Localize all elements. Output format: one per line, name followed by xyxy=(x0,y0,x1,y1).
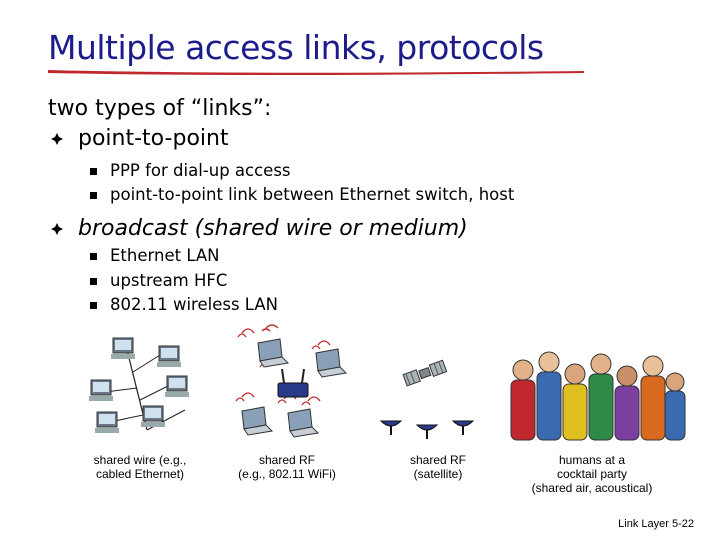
computer-icon xyxy=(89,379,113,401)
title-underline xyxy=(48,70,584,75)
sub-bullet: point-to-point link between Ethernet swi… xyxy=(90,185,515,204)
satellite-dish-icon xyxy=(379,420,403,435)
sub-bullet-text: PPP for dial-up access xyxy=(110,161,291,180)
computer-icon xyxy=(95,411,119,433)
person-icon xyxy=(614,365,640,441)
computer-icon xyxy=(157,345,181,367)
laptop-icon xyxy=(315,348,348,378)
satellite-dish-icon xyxy=(415,424,439,439)
caption-cocktail-party: humans at a cocktail party (shared air, … xyxy=(512,453,672,495)
person-icon xyxy=(588,353,614,441)
caption-line: cabled Ethernet) xyxy=(95,467,185,481)
person-icon xyxy=(562,363,588,441)
laptop-icon xyxy=(257,338,290,368)
sub-bullet: upstream HFC xyxy=(90,271,228,290)
wireless-router-icon xyxy=(277,368,309,398)
bullet-label: broadcast (shared wire or medium) xyxy=(78,216,468,241)
sub-bullet-text: point-to-point link between Ethernet swi… xyxy=(110,185,515,204)
person-icon xyxy=(536,351,562,441)
caption-shared-rf: shared RF (e.g., 802.11 WiFi) xyxy=(222,453,352,481)
sub-bullet: 802.11 wireless LAN xyxy=(90,295,279,314)
satellite-icon xyxy=(402,359,448,387)
diamond-bullet-icon xyxy=(51,133,63,145)
bullet-point-to-point: point-to-point xyxy=(51,126,229,151)
caption-line: shared wire (e.g., xyxy=(93,453,187,467)
sub-bullet-text: upstream HFC xyxy=(110,271,228,290)
caption-line: shared RF xyxy=(258,453,316,467)
slide-footer: Link Layer 5-22 xyxy=(618,518,694,530)
computer-icon xyxy=(141,405,165,427)
computer-icon xyxy=(111,337,135,359)
caption-line: (shared air, acoustical) xyxy=(531,481,653,495)
caption-line: shared RF xyxy=(409,453,467,467)
caption-line: cocktail party xyxy=(556,467,628,481)
square-bullet-icon xyxy=(90,168,97,175)
laptop-icon xyxy=(241,406,274,436)
sub-bullet: Ethernet LAN xyxy=(90,246,220,265)
diamond-bullet-icon xyxy=(51,223,63,235)
caption-line: (satellite) xyxy=(413,467,463,481)
caption-line: (e.g., 802.11 WiFi) xyxy=(238,467,336,481)
person-icon xyxy=(510,359,536,441)
wifi-illustration xyxy=(235,324,348,438)
person-icon xyxy=(640,355,666,441)
caption-line: humans at a xyxy=(558,453,626,467)
sub-bullet-text: 802.11 wireless LAN xyxy=(110,295,279,314)
cocktail-party-illustration xyxy=(510,351,686,441)
caption-satellite: shared RF (satellite) xyxy=(390,453,486,481)
person-icon xyxy=(664,372,686,441)
square-bullet-icon xyxy=(90,253,97,260)
bullet-broadcast: broadcast (shared wire or medium) xyxy=(51,216,468,241)
caption-shared-wire: shared wire (e.g., cabled Ethernet) xyxy=(80,453,200,481)
intro-text: two types of “links”: xyxy=(48,96,272,121)
satellite-dish-icon xyxy=(451,420,475,435)
sub-bullet: PPP for dial-up access xyxy=(90,161,291,180)
computer-icon xyxy=(165,375,189,397)
sub-bullet-text: Ethernet LAN xyxy=(110,246,220,265)
square-bullet-icon xyxy=(90,302,97,309)
square-bullet-icon xyxy=(90,192,97,199)
satellite-illustration xyxy=(379,359,475,439)
slide-title: Multiple access links, protocols xyxy=(48,28,544,67)
bullet-label: point-to-point xyxy=(78,126,229,151)
shared-wire-illustration xyxy=(89,337,189,433)
laptop-icon xyxy=(287,408,320,438)
square-bullet-icon xyxy=(90,278,97,285)
